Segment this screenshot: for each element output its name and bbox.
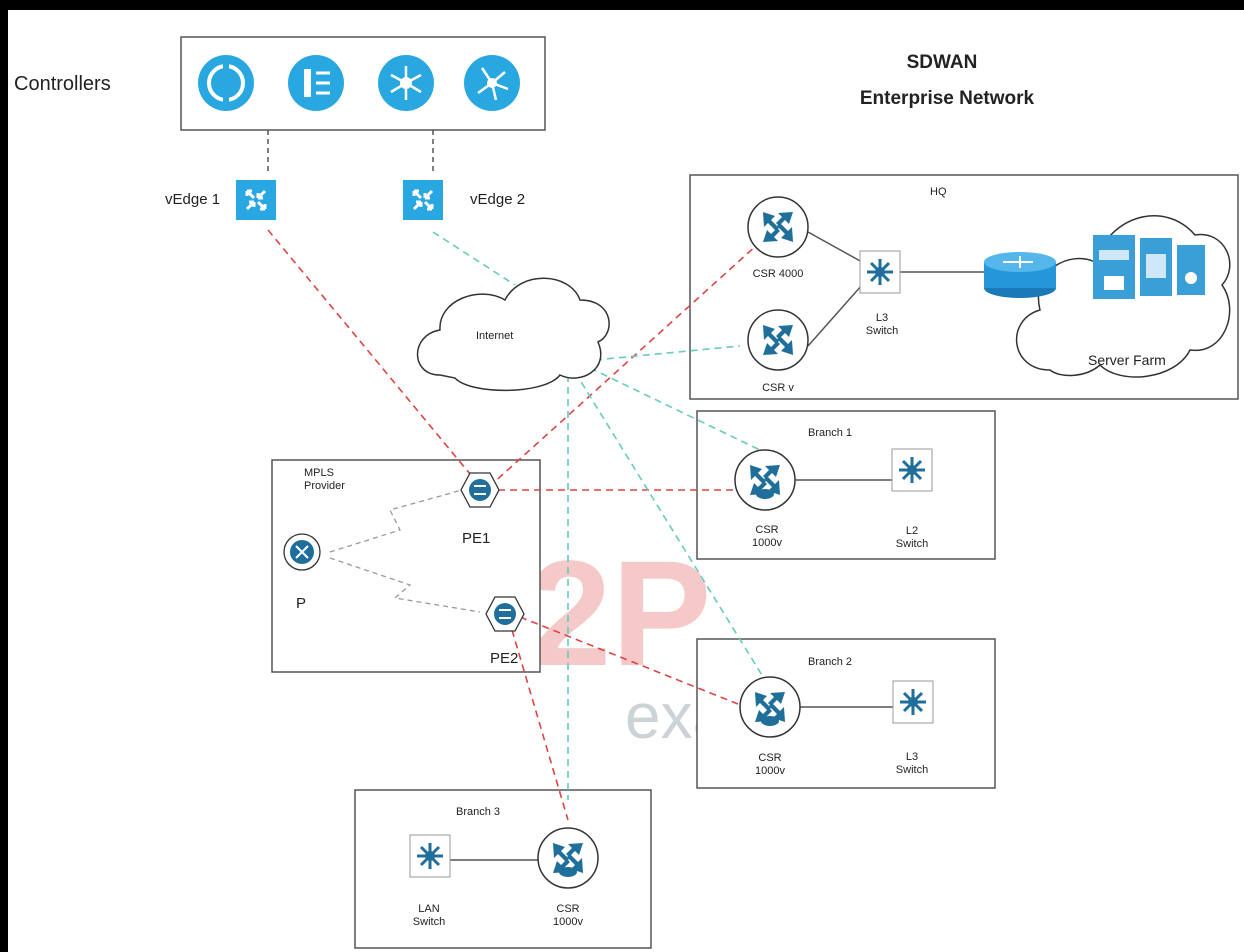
link-p-pe2 bbox=[329, 557, 481, 613]
link-internet-csrv bbox=[594, 345, 741, 361]
vedge1-label: vEdge 1 bbox=[165, 191, 221, 208]
branch1-title: Branch 1 bbox=[807, 427, 853, 439]
csr4000-label: CSR 4000 bbox=[752, 268, 804, 280]
vedge1-icon bbox=[236, 180, 276, 220]
branch3-title: Branch 3 bbox=[455, 806, 501, 818]
controller-vmanage-icon bbox=[378, 55, 434, 111]
controller-analytics-icon bbox=[464, 55, 520, 111]
title-line2: Enterprise Network bbox=[859, 88, 1035, 109]
branch3-lan-switch-icon bbox=[408, 833, 452, 879]
branch3-csr-icon bbox=[538, 828, 598, 888]
link-vedge2-internet bbox=[432, 231, 516, 286]
csr4000-router-icon bbox=[747, 196, 809, 258]
csrv-label: CSR v bbox=[762, 382, 794, 394]
branch2-csr-icon bbox=[740, 677, 800, 737]
branch2-l3-switch-icon bbox=[891, 679, 935, 725]
edge-router-icon bbox=[984, 252, 1056, 298]
csrv-router-icon bbox=[747, 309, 809, 371]
p-label: P bbox=[296, 595, 307, 612]
branch3-switch-label: LAN Switch bbox=[412, 903, 446, 928]
internet-label: Internet bbox=[476, 330, 514, 342]
server-icon bbox=[1093, 235, 1205, 299]
pe2-label: PE2 bbox=[490, 650, 519, 667]
link-pe1-csr4000 bbox=[479, 234, 769, 496]
branch2-switch-label: L3 Switch bbox=[895, 751, 929, 776]
hq-l3-switch-icon bbox=[858, 249, 902, 295]
controller-vsmart-icon bbox=[288, 55, 344, 111]
controller-vbond-icon bbox=[198, 55, 254, 111]
p-router-icon bbox=[283, 533, 321, 571]
link-p-pe1 bbox=[329, 489, 463, 553]
branch2-csr-label: CSR 1000v bbox=[755, 752, 785, 777]
hq-switch-label: L3 Switch bbox=[865, 312, 899, 337]
link-vedge1-pe1 bbox=[267, 229, 481, 487]
pe2-icon bbox=[485, 596, 525, 632]
branch3-csr-label: CSR 1000v bbox=[553, 903, 583, 928]
branch1-csr-label: CSR 1000v bbox=[752, 524, 782, 549]
link-internet-branch2 bbox=[574, 371, 766, 681]
vedge2-label: vEdge 2 bbox=[470, 191, 526, 208]
branch1-l2-switch-icon bbox=[890, 447, 934, 493]
link-pe2-branch2 bbox=[519, 616, 739, 705]
branch1-csr-icon bbox=[735, 450, 795, 510]
link-pe2-branch3 bbox=[511, 629, 569, 821]
link-internet-branch1 bbox=[589, 367, 761, 451]
branch1-switch-label: L2 Switch bbox=[895, 525, 929, 550]
branch3-box bbox=[354, 789, 652, 949]
hq-title: HQ bbox=[930, 186, 947, 198]
server-farm-label: Server Farm bbox=[1088, 352, 1166, 368]
title-line1: SDWAN bbox=[906, 52, 978, 73]
internet-cloud bbox=[416, 277, 610, 392]
mpls-title: MPLS Provider bbox=[304, 467, 345, 492]
controllers-label: Controllers bbox=[14, 73, 111, 95]
pe1-label: PE1 bbox=[462, 530, 491, 547]
vedge2-icon bbox=[403, 180, 443, 220]
pe1-icon bbox=[460, 472, 500, 508]
branch2-title: Branch 2 bbox=[807, 656, 853, 668]
